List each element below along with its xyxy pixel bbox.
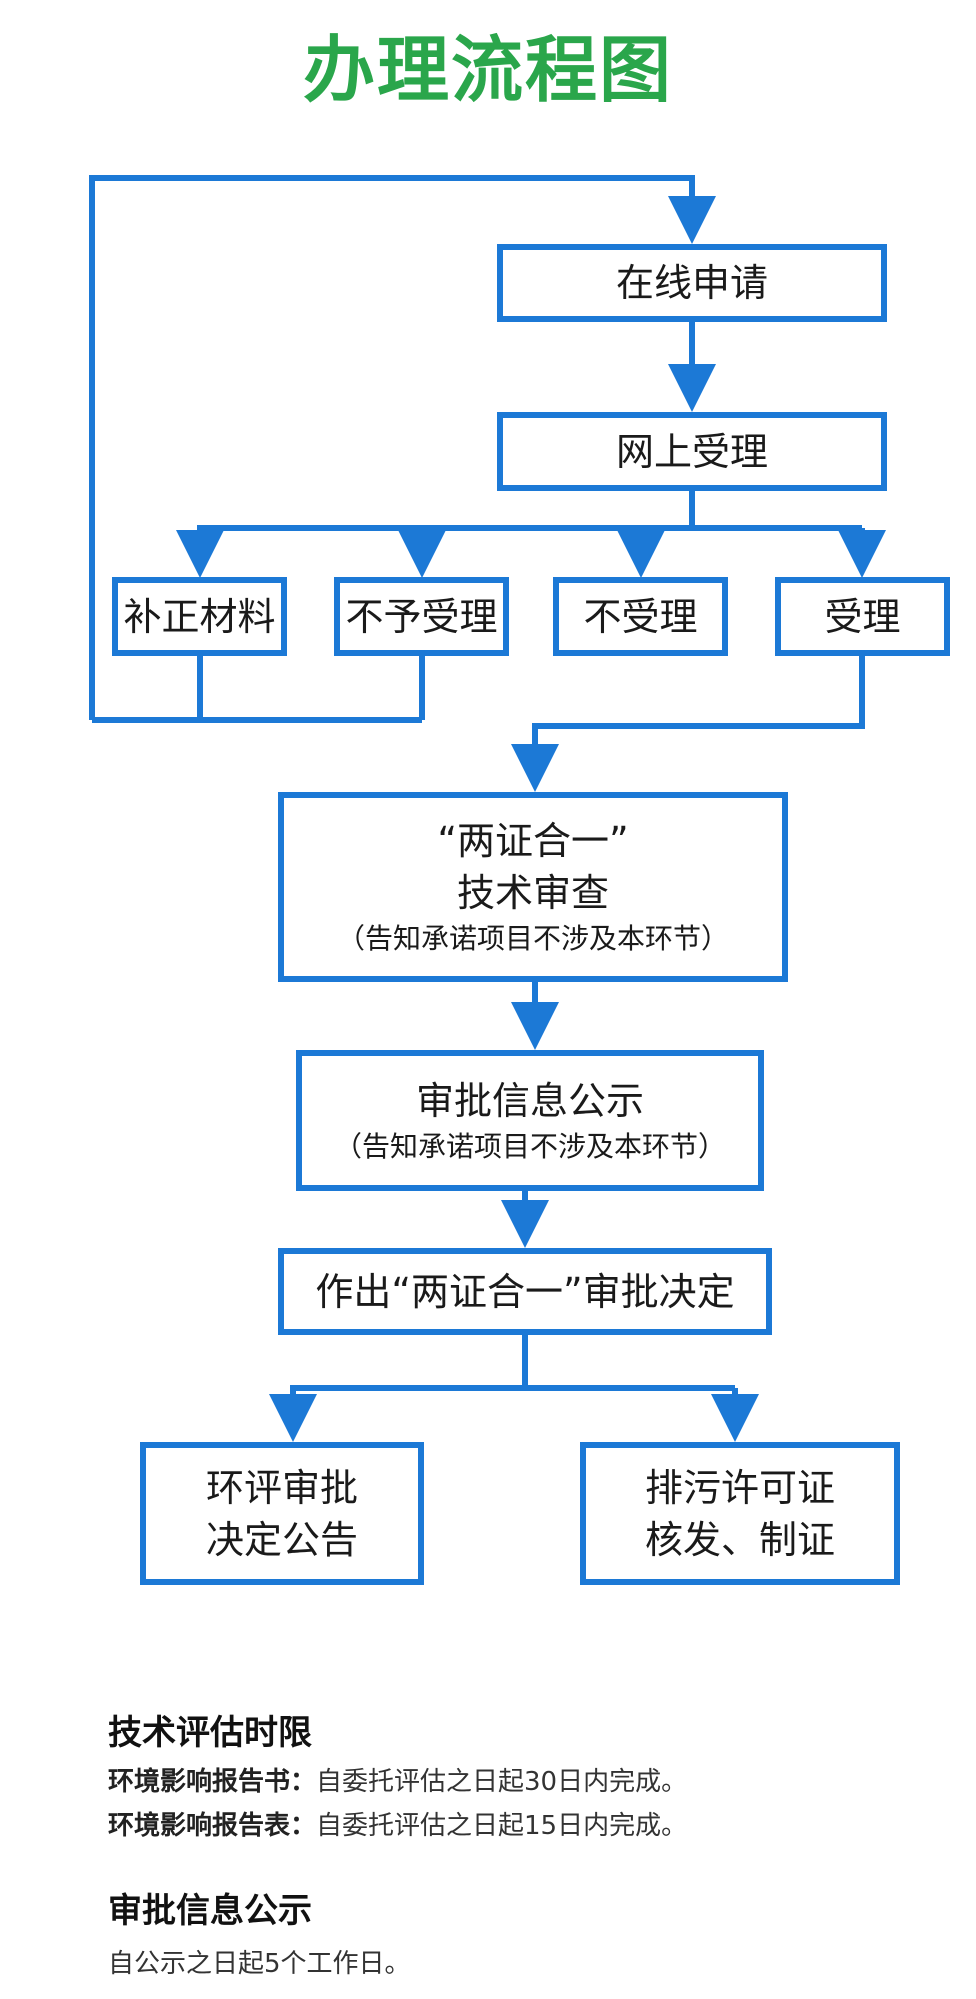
permit-node: 排污许可证 核发、制证 bbox=[580, 1442, 900, 1585]
tech-review-line1: “两证合一” bbox=[437, 819, 629, 863]
not-accept-given-node: 不予受理 bbox=[334, 577, 509, 656]
publicity-line1: 审批信息公示 bbox=[415, 1078, 644, 1123]
online-accept-node: 网上受理 bbox=[497, 412, 887, 491]
accept-node: 受理 bbox=[775, 577, 950, 656]
publicity-heading: 审批信息公示 bbox=[108, 1891, 312, 1931]
eia-result-line1: 环评审批 bbox=[205, 1465, 358, 1510]
supplement-node: 补正材料 bbox=[112, 577, 287, 656]
flow-connectors bbox=[89, 175, 886, 1442]
tech-review-note: （告知承诺项目不涉及本环节） bbox=[336, 922, 729, 955]
supplement-label: 补正材料 bbox=[123, 594, 276, 639]
permit-line1: 排污许可证 bbox=[644, 1465, 835, 1510]
tech-review-node: “两证合一” 技术审查 （告知承诺项目不涉及本环节） bbox=[278, 792, 788, 982]
publicity-node: 审批信息公示 （告知承诺项目不涉及本环节） bbox=[296, 1050, 764, 1191]
tech-review-line2: 技术审查 bbox=[456, 871, 609, 915]
tech-limit-item2-text: 自委托评估之日起15日内完成。 bbox=[316, 1811, 688, 1841]
not-accept-given-label: 不予受理 bbox=[345, 594, 498, 639]
online-apply-node: 在线申请 bbox=[497, 244, 887, 322]
loop-connector bbox=[89, 175, 716, 720]
tech-limit-item2-label: 环境影响报告表： bbox=[108, 1811, 317, 1841]
tech-limit-item1: 环境影响报告书：自委托评估之日起30日内完成。 bbox=[108, 1762, 687, 1802]
decision-node: 作出“两证合一”审批决定 bbox=[278, 1248, 772, 1335]
tech-limit-item1-text: 自委托评估之日起30日内完成。 bbox=[316, 1767, 688, 1797]
eia-result-line2: 决定公告 bbox=[205, 1517, 358, 1562]
accept-to-review-arrow bbox=[511, 652, 865, 792]
tech-limit-item1-label: 环境影响报告书： bbox=[108, 1767, 317, 1797]
page-title: 办理流程图 bbox=[302, 28, 673, 112]
tech-limit-heading: 技术评估时限 bbox=[108, 1713, 312, 1753]
permit-line2: 核发、制证 bbox=[644, 1517, 835, 1562]
not-accept-node: 不受理 bbox=[553, 577, 728, 656]
online-accept-label: 网上受理 bbox=[615, 429, 768, 474]
eia-result-node: 环评审批 决定公告 bbox=[140, 1442, 424, 1585]
publicity-text: 自公示之日起5个工作日。 bbox=[108, 1949, 411, 1979]
tech-limit-item2: 环境影响报告表：自委托评估之日起15日内完成。 bbox=[108, 1806, 687, 1846]
accept-label: 受理 bbox=[824, 594, 901, 639]
publicity-note: （告知承诺项目不涉及本环节） bbox=[333, 1129, 726, 1163]
online-apply-label: 在线申请 bbox=[615, 261, 768, 305]
decision-label: 作出“两证合一”审批决定 bbox=[315, 1269, 735, 1314]
not-accept-label: 不受理 bbox=[583, 594, 698, 639]
